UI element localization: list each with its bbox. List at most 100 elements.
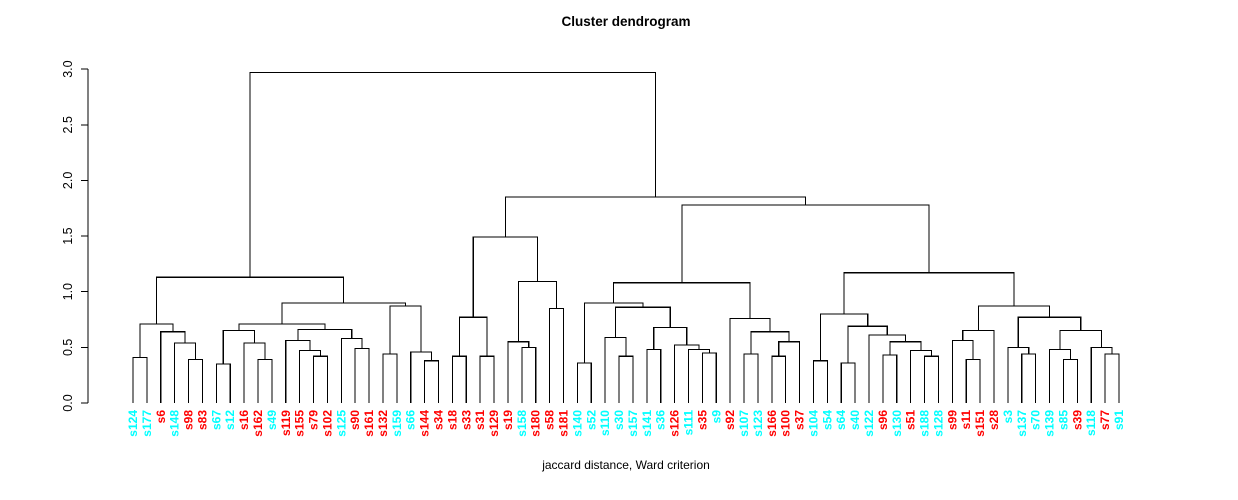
merge-bracket — [299, 350, 322, 403]
merge-bracket — [819, 313, 869, 361]
merge-bracket — [139, 323, 174, 358]
leaf-label: s79 — [307, 410, 321, 430]
leaf-label: s36 — [654, 410, 668, 430]
merge-bracket — [1090, 346, 1113, 403]
leaf-label: s52 — [584, 410, 598, 430]
dendrogram-tree — [132, 71, 1120, 403]
merge-bracket — [382, 353, 398, 403]
leaf-label: s151 — [973, 410, 987, 437]
y-tick-label: 2.5 — [61, 116, 75, 133]
leaf-label: s77 — [1098, 410, 1112, 430]
merge-bracket — [174, 342, 197, 403]
leaf-label: s16 — [237, 410, 251, 430]
leaf-label: s130 — [890, 410, 904, 437]
leaf-label: s166 — [765, 410, 779, 437]
leaf-label: s33 — [459, 410, 473, 430]
x-axis-label: jaccard distance, Ward criterion — [542, 458, 710, 472]
leaf-label: s98 — [182, 410, 196, 430]
merge-bracket — [249, 71, 656, 278]
merge-bracket — [889, 341, 922, 356]
leaf-label: s157 — [626, 410, 640, 437]
leaf-label: s188 — [918, 410, 932, 437]
leaf-label: s19 — [501, 410, 515, 430]
merge-bracket — [962, 330, 995, 403]
merge-bracket — [615, 306, 671, 338]
merge-bracket — [687, 349, 710, 403]
leaf-label: s181 — [556, 410, 570, 437]
merge-bracket — [965, 359, 981, 403]
merge-bracket — [977, 305, 1051, 331]
leaf-label: s119 — [279, 410, 293, 436]
merge-bracket — [297, 328, 353, 341]
leaf-label: s31 — [473, 410, 487, 430]
merge-bracket — [458, 316, 488, 357]
leaf-label: s129 — [487, 410, 501, 437]
y-tick-label: 0.0 — [61, 394, 75, 411]
merge-bracket — [281, 302, 407, 324]
merge-bracket — [576, 362, 592, 403]
merge-bracket — [924, 355, 939, 403]
merge-bracket — [1017, 316, 1082, 348]
merge-bracket — [882, 354, 898, 403]
merge-bracket — [479, 355, 495, 403]
leaf-label: s28 — [987, 410, 1001, 430]
leaf-label: s128 — [931, 410, 945, 437]
merge-bracket — [222, 330, 256, 365]
merge-bracket — [521, 346, 537, 403]
merge-bracket — [187, 359, 203, 403]
merge-bracket — [389, 305, 422, 355]
leaf-label: s161 — [362, 410, 376, 437]
merge-bracket — [354, 347, 370, 403]
merge-bracket — [340, 337, 363, 403]
merge-bracket — [729, 317, 771, 403]
leaf-label: s64 — [834, 410, 848, 430]
leaf-label: s110 — [598, 410, 612, 436]
leaf-label: s123 — [751, 410, 765, 437]
leaf-label: s70 — [1029, 410, 1043, 430]
merge-bracket — [312, 355, 328, 403]
leaf-label: s177 — [140, 410, 154, 437]
y-tick-label: 0.5 — [61, 339, 75, 356]
leaf-label: s96 — [876, 410, 890, 430]
leaf-label: s122 — [862, 410, 876, 437]
merge-bracket — [613, 282, 751, 319]
leaf-label: s40 — [848, 410, 862, 430]
leaf-label: s140 — [570, 410, 584, 437]
y-tick-labels: 0.00.51.01.52.02.53.0 — [61, 60, 75, 411]
merge-bracket — [750, 331, 790, 355]
merge-bracket — [847, 325, 888, 363]
merge-bracket — [1059, 330, 1103, 350]
merge-bracket — [1021, 353, 1037, 403]
merge-bracket — [910, 350, 933, 403]
leaf-label: s67 — [209, 410, 223, 430]
merge-bracket — [843, 272, 1015, 314]
leaf-label: s137 — [1015, 410, 1029, 437]
merge-bracket — [517, 281, 558, 342]
leaf-label: s132 — [376, 410, 390, 437]
leaf-label: s141 — [640, 410, 654, 437]
merge-bracket — [549, 307, 565, 403]
leaf-label: s11 — [959, 410, 973, 430]
leaf-label: s124 — [126, 410, 140, 437]
leaf-label: s9 — [709, 410, 723, 424]
merge-bracket — [646, 349, 662, 403]
merge-bracket — [238, 323, 326, 331]
leaf-label: s126 — [668, 410, 682, 437]
leaf-label: s35 — [695, 410, 709, 430]
merge-bracket — [410, 351, 433, 403]
leaf-label: s159 — [390, 410, 404, 437]
leaf-label: s139 — [1043, 410, 1057, 437]
merge-bracket — [778, 341, 801, 403]
y-axis — [81, 68, 89, 404]
leaf-label: s107 — [737, 410, 751, 437]
leaf-label: s49 — [265, 410, 279, 430]
merge-bracket — [285, 340, 311, 403]
leaf-label: s92 — [723, 410, 737, 430]
leaf-label: s180 — [529, 410, 543, 437]
merge-bracket — [951, 340, 974, 403]
merge-bracket — [618, 355, 634, 403]
merge-bracket — [681, 204, 930, 283]
merge-bracket — [583, 302, 644, 363]
